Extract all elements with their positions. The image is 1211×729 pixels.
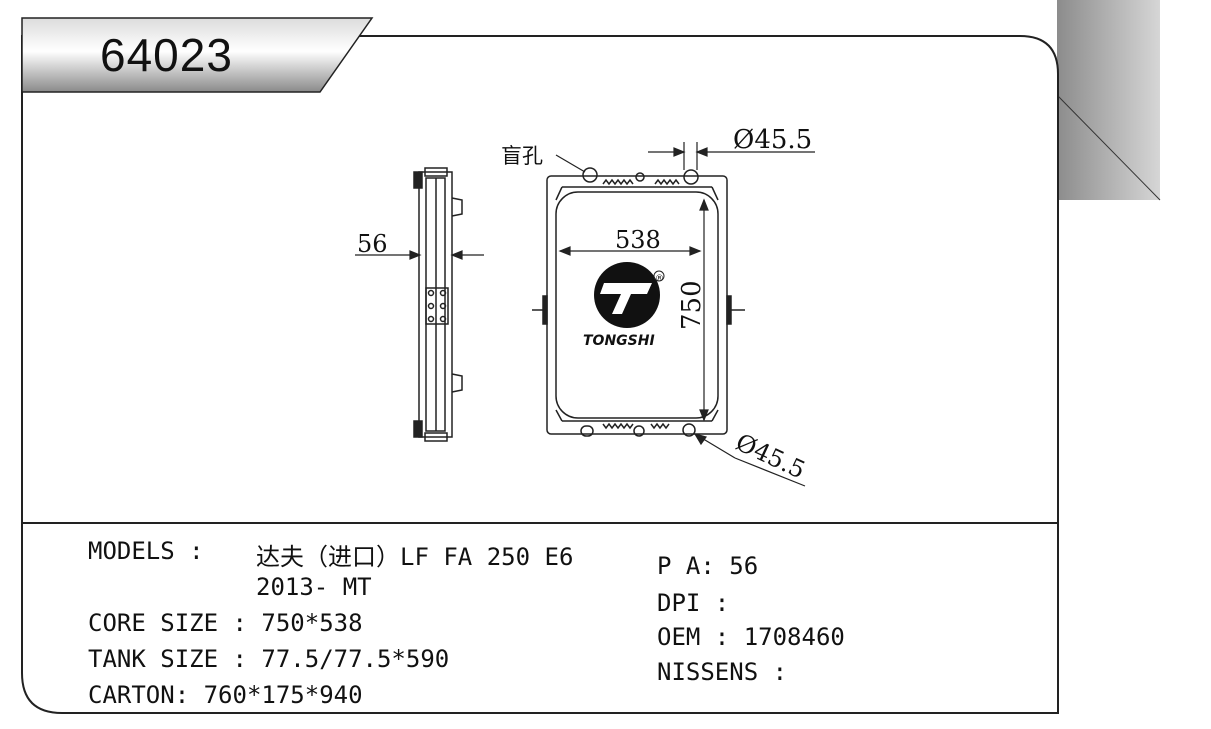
core-size: CORE SIZE : 750*538 (88, 609, 363, 637)
dimension-lines (355, 142, 815, 487)
blind-hole-label: 盲孔 (501, 144, 543, 168)
dimension-depth: 56 (357, 230, 388, 258)
models-value-line1: 达夫（进口）LF FA 250 E6 (256, 543, 574, 571)
models-value-line2: 2013- MT (256, 573, 372, 601)
tongshi-logo (594, 262, 665, 328)
dpi-value: DPI : (657, 589, 730, 617)
oem-number: OEM : 1708460 (657, 623, 845, 651)
part-number: 64023 (100, 29, 233, 81)
page-corner-decoration (1056, 0, 1161, 201)
side-view (413, 167, 463, 442)
drawing-frame (21, 35, 1059, 714)
carton-size: CARTON: 760*175*940 (88, 681, 363, 709)
nissens-value: NISSENS : (657, 658, 788, 686)
dimension-top-port: Ø45.5 (733, 125, 812, 155)
dimension-width: 538 (615, 226, 661, 254)
dimension-height: 750 (677, 280, 707, 330)
logo-brand-text: TONGSHI (583, 333, 655, 349)
front-view (532, 167, 745, 437)
models-label: MODELS : (88, 537, 204, 565)
part-number-tab (21, 17, 374, 93)
logo-registered-mark: ® (655, 274, 664, 284)
tank-size: TANK SIZE : 77.5/77.5*590 (88, 645, 450, 673)
pa-value: P A: 56 (657, 552, 759, 580)
